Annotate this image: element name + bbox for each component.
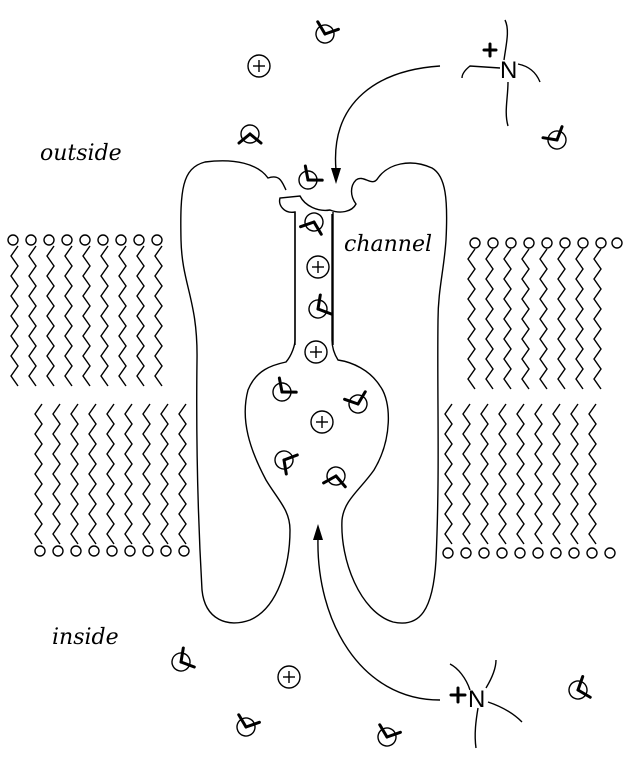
channel-label: channel <box>344 232 432 257</box>
water-molecule-icon <box>301 210 328 234</box>
water-molecule-icon <box>168 648 195 676</box>
inward-flow-arrow <box>331 66 440 184</box>
water-molecule-icon <box>294 166 322 194</box>
left-lower-lipids <box>35 404 189 556</box>
right-membrane <box>443 238 622 558</box>
water-molecule-icon <box>305 295 332 323</box>
cation-icon <box>305 341 327 363</box>
right-lower-lipids <box>443 404 615 558</box>
cation-icon <box>278 666 300 688</box>
svg-text:N: N <box>468 686 485 713</box>
water-molecule-icon <box>345 392 372 416</box>
water-molecule-icon <box>566 677 590 704</box>
water-molecule-icon <box>324 465 349 487</box>
outward-flow-arrow <box>313 524 440 700</box>
cation-icon <box>248 55 270 77</box>
organic-cation-icon: N <box>462 20 540 126</box>
cation-icon <box>311 411 333 433</box>
left-upper-lipids <box>8 235 162 386</box>
right-upper-lipids <box>468 238 622 389</box>
inside-label: inside <box>52 625 119 650</box>
channel-protein <box>181 161 447 623</box>
water-molecule-icon <box>239 125 261 143</box>
water-molecule-icon <box>271 446 298 474</box>
water-molecule-icon <box>268 378 296 406</box>
svg-text:N: N <box>500 57 517 84</box>
outside-label: outside <box>40 141 122 166</box>
cation-icon <box>307 256 329 278</box>
water-molecule-icon <box>543 127 571 154</box>
left-membrane <box>8 235 189 556</box>
water-molecule-icon <box>233 715 260 739</box>
organic-cation-icon: N <box>450 660 522 748</box>
water-molecule-icon <box>312 22 339 46</box>
water-molecule-icon <box>374 725 401 749</box>
